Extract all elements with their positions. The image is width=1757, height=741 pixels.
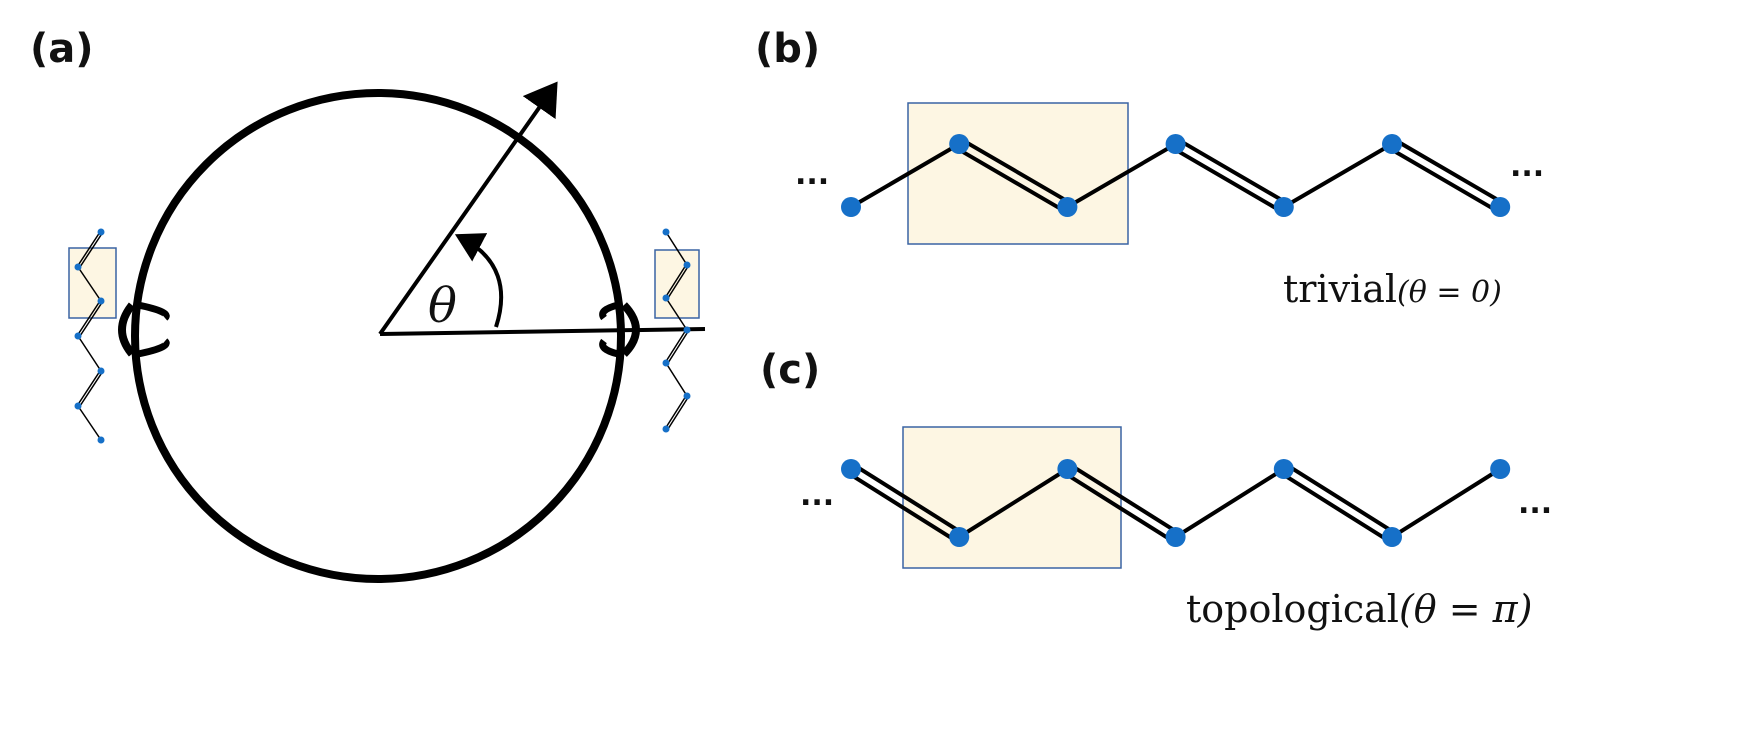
single-bond — [849, 142, 961, 209]
mini-atom — [662, 425, 670, 433]
single-bond — [1066, 142, 1177, 209]
single-bond — [1174, 467, 1285, 539]
mini-atom — [97, 228, 105, 236]
atom — [1273, 459, 1294, 479]
atom — [1382, 527, 1402, 547]
panel-c: (c) ... ... topological(θ = π) — [760, 347, 1552, 631]
atom — [1490, 459, 1511, 479]
atom — [841, 459, 861, 479]
theta-label: θ — [428, 278, 457, 334]
atom — [1273, 197, 1294, 217]
atom — [949, 527, 970, 547]
single-bond — [1282, 142, 1394, 209]
chain-b — [841, 134, 1511, 217]
caption-c: topological(θ = π) — [1186, 587, 1532, 631]
double-bond — [852, 463, 963, 535]
atom — [841, 197, 861, 217]
mini-atom — [662, 294, 670, 302]
ellipsis-left-c: ... — [800, 478, 834, 513]
panel-a: (a) θ — [30, 26, 706, 583]
mini-atom — [74, 332, 82, 340]
unit-cell-box-c — [902, 426, 1122, 569]
double-bond — [1393, 137, 1504, 205]
panel-b-label: (b) — [755, 26, 820, 72]
single-bond — [958, 467, 1069, 539]
caption-c-word: topological — [1186, 587, 1399, 631]
atom — [1165, 134, 1186, 154]
caption-b-math: (θ = 0) — [1397, 275, 1502, 310]
double-bond — [1285, 463, 1396, 535]
atom — [1490, 197, 1511, 217]
panel-a-label: (a) — [30, 26, 94, 72]
ellipsis-right-c: ... — [1518, 486, 1552, 521]
ellipsis-right-b: ... — [1510, 149, 1544, 184]
mini-atom — [683, 392, 691, 400]
double-bond — [955, 146, 1066, 214]
mini-atom — [97, 297, 105, 305]
atom — [1165, 527, 1186, 547]
double-bond — [847, 471, 958, 543]
caption-b: trivial(θ = 0) — [1283, 267, 1502, 311]
double-bond — [960, 137, 1071, 205]
double-bond — [1063, 471, 1175, 543]
caption-b-word: trivial — [1283, 267, 1397, 311]
left-unit-cell — [68, 247, 117, 319]
single-bond — [1390, 467, 1502, 539]
panel-b: (b) ... ... trivial(θ = 0) — [755, 26, 1544, 311]
atom — [1382, 134, 1402, 154]
mini-atom — [97, 436, 105, 444]
double-bond — [1172, 146, 1283, 214]
right-mini-chain — [654, 228, 700, 433]
reference-line — [379, 327, 706, 336]
angle-arc-arrow — [454, 233, 504, 328]
mini-atom — [662, 359, 670, 367]
right-coupling-bracket — [599, 301, 640, 358]
double-bond — [1177, 137, 1288, 205]
ellipsis-left-b: ... — [795, 157, 829, 192]
mini-atom — [74, 402, 82, 410]
phase-circle — [131, 89, 625, 583]
atom — [1057, 459, 1078, 479]
caption-c-math: (θ = π) — [1399, 587, 1533, 631]
atom — [949, 134, 970, 154]
mini-atom — [97, 367, 105, 375]
atom — [1057, 197, 1078, 217]
panel-c-label: (c) — [760, 347, 820, 393]
left-coupling-bracket — [118, 301, 170, 358]
mini-atom — [683, 326, 691, 334]
double-bond — [1388, 146, 1499, 214]
angle-vector-arrow — [378, 81, 558, 336]
left-mini-chain — [68, 228, 117, 444]
double-bond — [1068, 463, 1180, 535]
mini-atom — [662, 228, 670, 236]
double-bond — [1280, 471, 1391, 543]
chain-c — [841, 459, 1511, 547]
mini-atom — [74, 263, 82, 271]
mini-atom — [683, 261, 691, 269]
